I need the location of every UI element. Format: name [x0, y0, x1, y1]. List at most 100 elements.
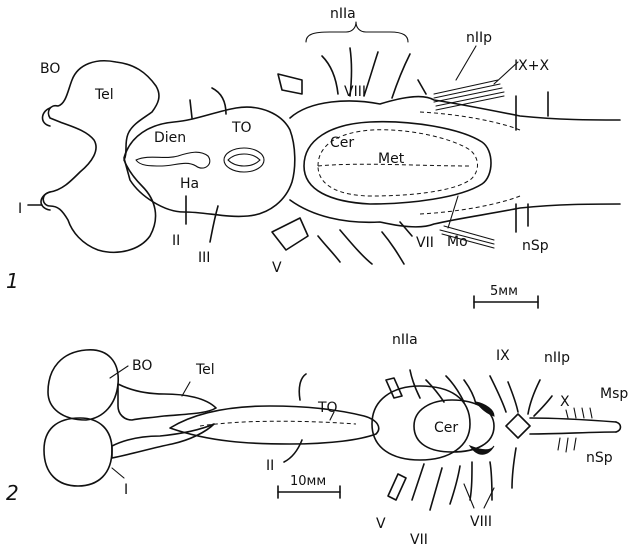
figure-number-1: 1 — [6, 269, 19, 293]
nerve-stub-upper-5 — [349, 47, 353, 97]
nerve-stub-lower-v — [271, 217, 309, 251]
optic-tectum-cap-inner — [227, 153, 261, 167]
label-met: Met — [378, 151, 405, 167]
leader-2-to — [329, 411, 335, 421]
nerve-2-upper-ii — [298, 373, 307, 401]
label-to: TO — [231, 120, 252, 136]
nerve-stub-lower-iii — [209, 205, 219, 243]
label-bo: BO — [40, 61, 60, 77]
label-2-cer: Cer — [434, 420, 458, 436]
label-2-v: V — [376, 516, 386, 532]
label-cer: Cer — [330, 135, 354, 151]
leader-2-viii-b — [483, 487, 495, 509]
label-2-tel: Tel — [195, 362, 215, 378]
habenula-shape — [135, 151, 211, 169]
nerve-2-upper-ix — [489, 375, 507, 413]
nerve-2-upper-x — [533, 395, 553, 417]
label-v: V — [272, 260, 282, 276]
nerve-bundle-ix-x — [433, 79, 505, 111]
central-tract — [169, 405, 380, 445]
label-ix-x: IX+X — [514, 58, 549, 74]
label-2-viii: VIII — [470, 514, 492, 530]
label-nsp: nSp — [522, 238, 549, 254]
label-nlla: nIIa — [330, 6, 356, 22]
label-ii: II — [172, 233, 180, 249]
olfactory-bulb-lower — [43, 417, 113, 487]
nerve-stub-upper-3 — [277, 73, 303, 95]
cerebellum — [413, 399, 495, 453]
olfactory-tip-upper — [41, 107, 51, 127]
label-2-to: TO — [317, 400, 338, 416]
label-2-nllp: nIIp — [544, 350, 570, 366]
nerve-stub-lower-3 — [339, 229, 373, 265]
optic-tectum-cap — [223, 147, 265, 173]
nerve-stub-lower-4 — [381, 231, 405, 265]
medulla-outline-lower — [289, 199, 621, 228]
nerve-stub-upper-2 — [211, 87, 227, 115]
label-nllp: nIIp — [466, 30, 492, 46]
nerve-2-lower-3 — [469, 461, 473, 501]
leader-2-tel — [181, 381, 191, 397]
nerve-stub-upper-8 — [417, 79, 427, 95]
label-tel: Tel — [94, 87, 114, 103]
label-mo: Mo — [447, 234, 468, 250]
nerve-stub-upper-7 — [391, 53, 411, 99]
nerve-2-upper-4 — [463, 379, 477, 405]
figure-2: BO Tel TO Cer nIIa IX nIIp X Msp nSp II … — [6, 332, 628, 548]
leader-2-viii — [463, 483, 475, 509]
leader-2-i — [111, 467, 125, 479]
label-2-ix: IX — [496, 348, 510, 364]
medulla-dash-upper — [419, 111, 521, 131]
label-viii: VIII — [344, 84, 366, 100]
nerve-stub-lower-vii — [399, 221, 413, 237]
nerve-2-lower-ii — [283, 439, 303, 463]
cerebellum-inner-dash — [317, 129, 478, 197]
label-2-vii: VII — [410, 532, 428, 548]
leader-mo — [447, 195, 459, 229]
optic-tectum — [371, 385, 471, 461]
nerve-2-upper-3 — [445, 375, 465, 403]
olfactory-tip-lower — [40, 191, 51, 211]
nerve-stub-upper-1 — [189, 99, 193, 119]
leader-2-bo — [109, 365, 129, 379]
nerve-2-upper-nlla — [385, 377, 403, 399]
nerve-2-lower-5 — [511, 447, 517, 489]
spinal-cord — [529, 417, 617, 435]
nerve-stub-lower-2 — [317, 235, 341, 263]
label-iii: III — [198, 250, 210, 266]
cerebellum-shade-upper — [474, 401, 495, 417]
label-i: I — [18, 201, 22, 217]
label-2-x: X — [560, 394, 570, 410]
nerve-2-lower-nsp — [557, 437, 577, 453]
nerve-2-lower-1 — [411, 463, 425, 501]
nerve-2-upper-msp — [565, 407, 593, 419]
nerve-stub-upper-6 — [363, 51, 379, 97]
nerve-2-upper-2 — [425, 379, 445, 403]
fourth-ventricle — [505, 413, 531, 439]
label-2-bo: BO — [132, 358, 152, 374]
cerebellum-shade-lower — [468, 444, 495, 455]
telencephalon-tract-lower — [111, 423, 215, 459]
nerve-2-lower-vii — [429, 467, 443, 511]
cerebellum-oval — [303, 120, 492, 205]
diencephalon-outline — [123, 106, 296, 218]
scale-label-1: 5мм — [490, 284, 518, 299]
nerve-2-lower-2 — [449, 465, 461, 505]
nerve-stub-lower-nsp — [515, 203, 529, 233]
label-dien: Dien — [154, 130, 186, 146]
label-ha: Ha — [180, 176, 199, 192]
leader-nllp — [455, 45, 477, 81]
nerve-2-upper-5 — [507, 381, 519, 413]
olfactory-bulb-upper — [47, 349, 119, 421]
metencephalon-dash-line — [317, 163, 471, 167]
central-tract-inner — [199, 420, 357, 427]
nerve-bundle-lower — [439, 225, 495, 249]
label-2-msp: Msp — [600, 386, 628, 402]
label-2-ii: II — [266, 458, 274, 474]
nerve-2-lower-4 — [489, 461, 493, 501]
scale-label-2: 10мм — [290, 474, 326, 489]
label-vii: VII — [416, 235, 434, 251]
figure-number-2: 2 — [6, 481, 19, 505]
telencephalon-tract-upper — [117, 383, 217, 421]
